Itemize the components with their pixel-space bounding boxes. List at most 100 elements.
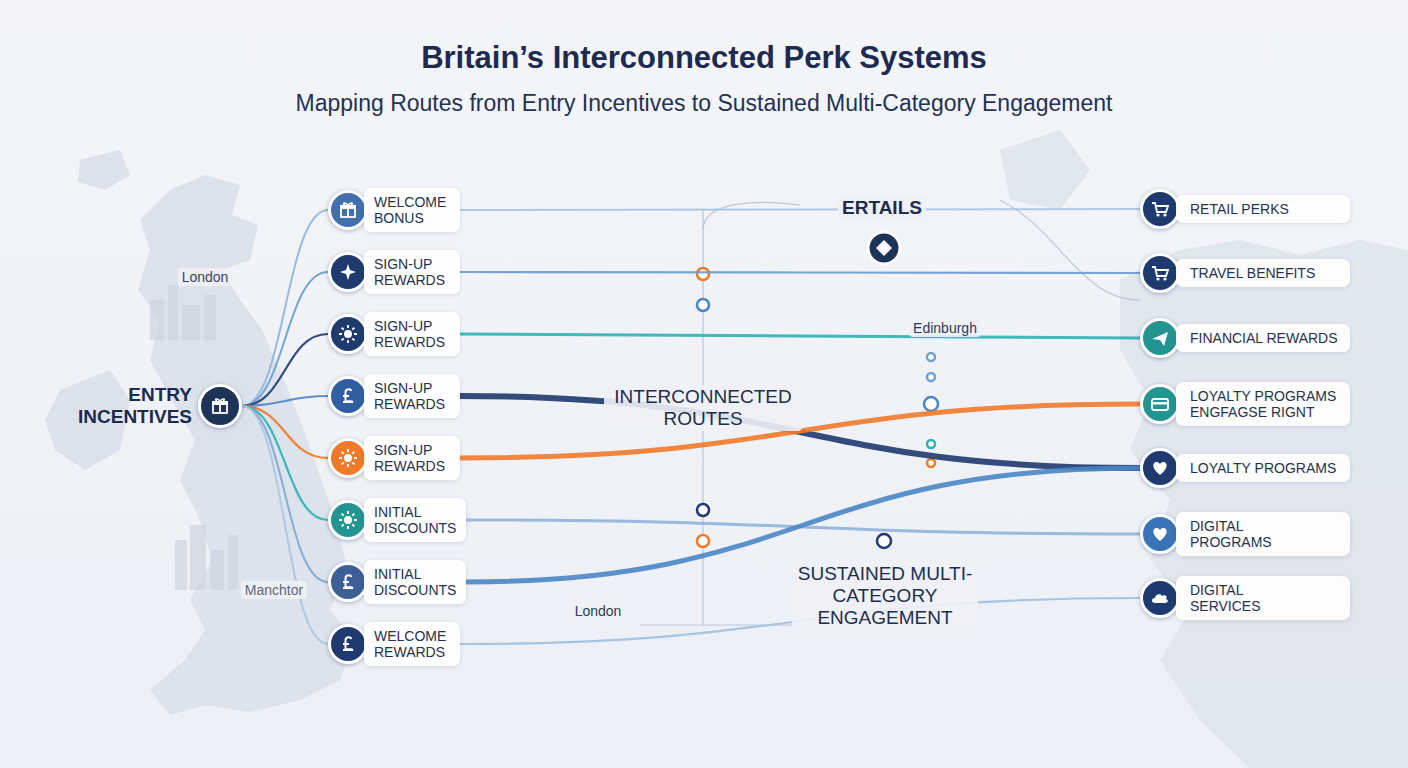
perk-pill: WELCOME BONUS (328, 188, 460, 232)
pill-label: FINANCIAL REWARDS (1190, 330, 1340, 346)
pill-label-box: SIGN-UP REWARDS (364, 436, 460, 480)
pill-label-box: SIGN-UP REWARDS (364, 374, 460, 418)
pill-label: INITIAL DISCOUNTS (374, 504, 456, 536)
route-connector (460, 209, 1140, 210)
entry-node: ENTRY INCENTIVES (78, 384, 242, 428)
entry-label-group: ENTRY INCENTIVES (78, 384, 192, 428)
map-label: SUSTAINED MULTI-CATEGORY ENGAGEMENT (792, 562, 978, 630)
pill-label: SIGN-UP REWARDS (374, 318, 445, 350)
pill-label: SIGN-UP REWARDS (374, 442, 445, 474)
pill-label-box: SIGN-UP REWARDS (364, 250, 460, 294)
route-connector (242, 406, 328, 644)
route-connector (242, 272, 328, 406)
perk-pill: DIGITAL SERVICES (1140, 576, 1350, 620)
pill-label-box: INITIAL DISCOUNTS (364, 498, 466, 542)
icon-symbol (1150, 199, 1170, 219)
perk-pill: INITIAL DISCOUNTS (328, 498, 466, 542)
entry-label: ENTRY INCENTIVES (78, 384, 192, 428)
pill-label-box: LOYALTY PROGRAMS ENGFAGSE RIGNT (1176, 382, 1350, 426)
pill-label-box: SIGN-UP REWARDS (364, 312, 460, 356)
pill-label-box: FINANCIAL REWARDS (1176, 324, 1350, 352)
perk-pill: FINANCIAL REWARDS (1140, 318, 1350, 358)
pill-label: TRAVEL BENEFITS (1190, 265, 1340, 281)
pill-label-box: WELCOME REWARDS (364, 622, 460, 666)
perk-pill: DIGITAL PROGRAMS (1140, 512, 1350, 556)
perk-pill: TRAVEL BENEFITS (1140, 253, 1350, 293)
icon-circle (1140, 318, 1180, 358)
diagram-title: Britain’s Interconnected Perk Systems (0, 40, 1408, 76)
pill-label: SIGN-UP REWARDS (374, 256, 445, 288)
icon-symbol (210, 396, 230, 416)
map-label: Manchtor (241, 581, 307, 599)
icon-circle (328, 624, 368, 664)
pill-label: LOYALTY PROGRAMS (1190, 460, 1340, 476)
map-label: London (571, 602, 626, 620)
icon-circle (328, 376, 368, 416)
britain-map (45, 150, 355, 715)
icon-symbol (338, 200, 358, 220)
map-label: ERTAILS (838, 196, 926, 220)
icon-circle (328, 314, 368, 354)
perk-pill: LOYALTY PROGRAMS ENGFAGSE RIGNT (1140, 382, 1350, 426)
icon-circle (328, 500, 368, 540)
perk-pill: INITIAL DISCOUNTS (328, 560, 466, 604)
pill-label-box: TRAVEL BENEFITS (1176, 259, 1350, 287)
icon-symbol (1150, 524, 1170, 544)
icon-circle (1140, 514, 1180, 554)
route-connector (460, 334, 1140, 338)
icon-symbol (338, 634, 358, 654)
europe-map (1000, 130, 1408, 768)
map-label: Edinburgh (909, 319, 981, 337)
diagram-subtitle: Mapping Routes from Entry Incentives to … (0, 90, 1408, 117)
route-connector (242, 396, 328, 406)
icon-circle (328, 252, 368, 292)
pill-label-box: INITIAL DISCOUNTS (364, 560, 466, 604)
icon-symbol (338, 510, 358, 530)
pill-label: WELCOME REWARDS (374, 628, 446, 660)
icon-symbol (1150, 263, 1170, 283)
route-connector (242, 334, 328, 406)
perk-pill: RETAIL PERKS (1140, 189, 1350, 229)
pill-label: DIGITAL SERVICES (1190, 582, 1270, 614)
icon-symbol (338, 572, 358, 592)
pill-label: RETAIL PERKS (1190, 201, 1340, 217)
icon-circle (1140, 578, 1180, 618)
pill-label: DIGITAL PROGRAMS (1190, 518, 1270, 550)
pill-label-box: DIGITAL SERVICES (1176, 576, 1350, 620)
icon-symbol (338, 262, 358, 282)
pill-label-box: RETAIL PERKS (1176, 195, 1350, 223)
icon-circle (328, 190, 368, 230)
pill-label-box: WELCOME BONUS (364, 188, 460, 232)
icon-circle (328, 438, 368, 478)
ertails-marker (868, 232, 900, 264)
icon-circle (1140, 384, 1180, 424)
icon-circle (1140, 448, 1180, 488)
icon-symbol (1150, 588, 1170, 608)
route-connector (242, 210, 328, 406)
map-label: London (178, 268, 233, 286)
icon-circle (1140, 253, 1180, 293)
pill-label-box: DIGITAL PROGRAMS (1176, 512, 1350, 556)
icon-circle (1140, 189, 1180, 229)
city-skyline (150, 285, 238, 590)
perk-pill: LOYALTY PROGRAMS (1140, 448, 1350, 488)
route-connector (460, 272, 1140, 273)
pill-label: LOYALTY PROGRAMS ENGFAGSE RIGNT (1190, 388, 1340, 420)
perk-pill: SIGN-UP REWARDS (328, 374, 460, 418)
icon-symbol (1150, 458, 1170, 478)
route-connector (242, 406, 328, 520)
perk-pill: WELCOME REWARDS (328, 622, 460, 666)
icon-symbol (338, 324, 358, 344)
icon-circle (328, 562, 368, 602)
icon-circle (198, 384, 242, 428)
icon-symbol (338, 448, 358, 468)
perk-pill: SIGN-UP REWARDS (328, 312, 460, 356)
pill-label-box: LOYALTY PROGRAMS (1176, 454, 1350, 482)
icon-symbol (1150, 394, 1170, 414)
pill-label: SIGN-UP REWARDS (374, 380, 445, 412)
perk-pill: SIGN-UP REWARDS (328, 436, 460, 480)
perk-pill: SIGN-UP REWARDS (328, 250, 460, 294)
map-label: INTERCONNECTED ROUTES (604, 385, 802, 431)
icon-symbol (1150, 328, 1170, 348)
pill-label: INITIAL DISCOUNTS (374, 566, 456, 598)
